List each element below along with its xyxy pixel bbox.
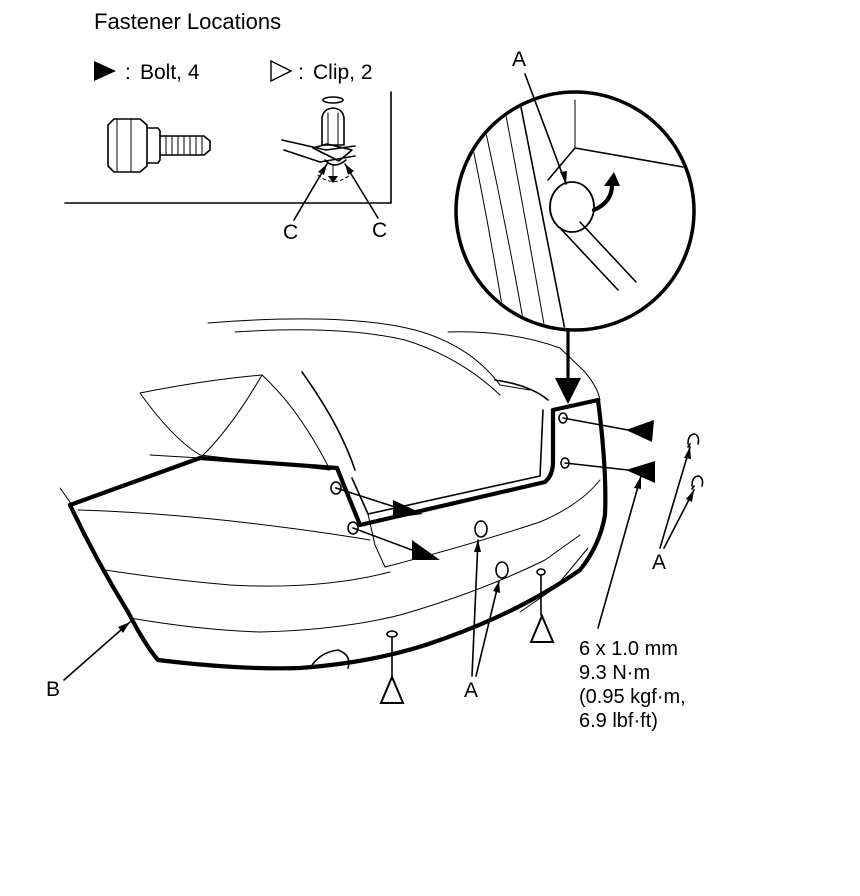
callout-a-detail-leader xyxy=(524,73,567,185)
clip-hole xyxy=(536,568,546,576)
spec-line-kgfm: (0.95 kgf·m, xyxy=(579,686,686,708)
callout-c-leaders xyxy=(293,163,379,221)
clip-illustration-icon xyxy=(281,96,356,183)
torque-specification: 6 x 1.0 mm 9.3 N·m (0.95 kgf·m, 6.9 lbf·… xyxy=(579,638,686,732)
legend-title: Fastener Locations xyxy=(94,9,281,34)
retainer-clip-icon xyxy=(691,475,704,490)
detail-pointer-arrow-icon xyxy=(555,378,581,404)
bolt-marker-icon xyxy=(626,420,654,442)
spec-line-nm: 9.3 N·m xyxy=(579,662,650,684)
bolt-marker-icon xyxy=(393,500,423,518)
callout-c-left: C xyxy=(283,221,298,244)
spec-line-size: 6 x 1.0 mm xyxy=(579,638,678,660)
clip-marker-icon xyxy=(379,674,405,704)
bolt-hole xyxy=(330,481,342,495)
bolt-colon: : xyxy=(125,61,131,84)
retainer-clip-icon xyxy=(687,433,700,448)
callout-c-right: C xyxy=(372,219,387,242)
vehicle-rear-view xyxy=(59,318,704,704)
clip-hole xyxy=(386,630,398,638)
detail-magnifier: A xyxy=(454,48,696,404)
clip-marker-icon xyxy=(529,613,555,643)
retainer-hole xyxy=(474,520,488,538)
callout-a-detail: A xyxy=(512,48,526,71)
bolt-legend-label: Bolt, 4 xyxy=(140,61,200,84)
callout-b: B xyxy=(46,678,60,701)
fastener-legend: Fastener Locations : Bolt, 4 : Clip, 2 xyxy=(64,9,392,244)
callouts: A A B xyxy=(46,446,695,702)
callout-a-right: A xyxy=(652,551,666,574)
retainer-hole xyxy=(495,561,509,579)
bolt-hole xyxy=(347,521,359,535)
clip-colon: : xyxy=(298,61,304,84)
callout-a-bottom: A xyxy=(464,679,478,702)
bolt-marker-icon xyxy=(94,61,116,81)
bolt-marker-icon xyxy=(412,540,440,560)
clip-marker-icon xyxy=(270,59,293,83)
bolt-marker-icon xyxy=(626,461,655,483)
spec-line-lbfft: 6.9 lbf·ft) xyxy=(579,710,658,732)
clip-legend-label: Clip, 2 xyxy=(313,61,373,84)
legend-frame xyxy=(64,91,392,204)
bolt-illustration-icon xyxy=(107,118,211,173)
